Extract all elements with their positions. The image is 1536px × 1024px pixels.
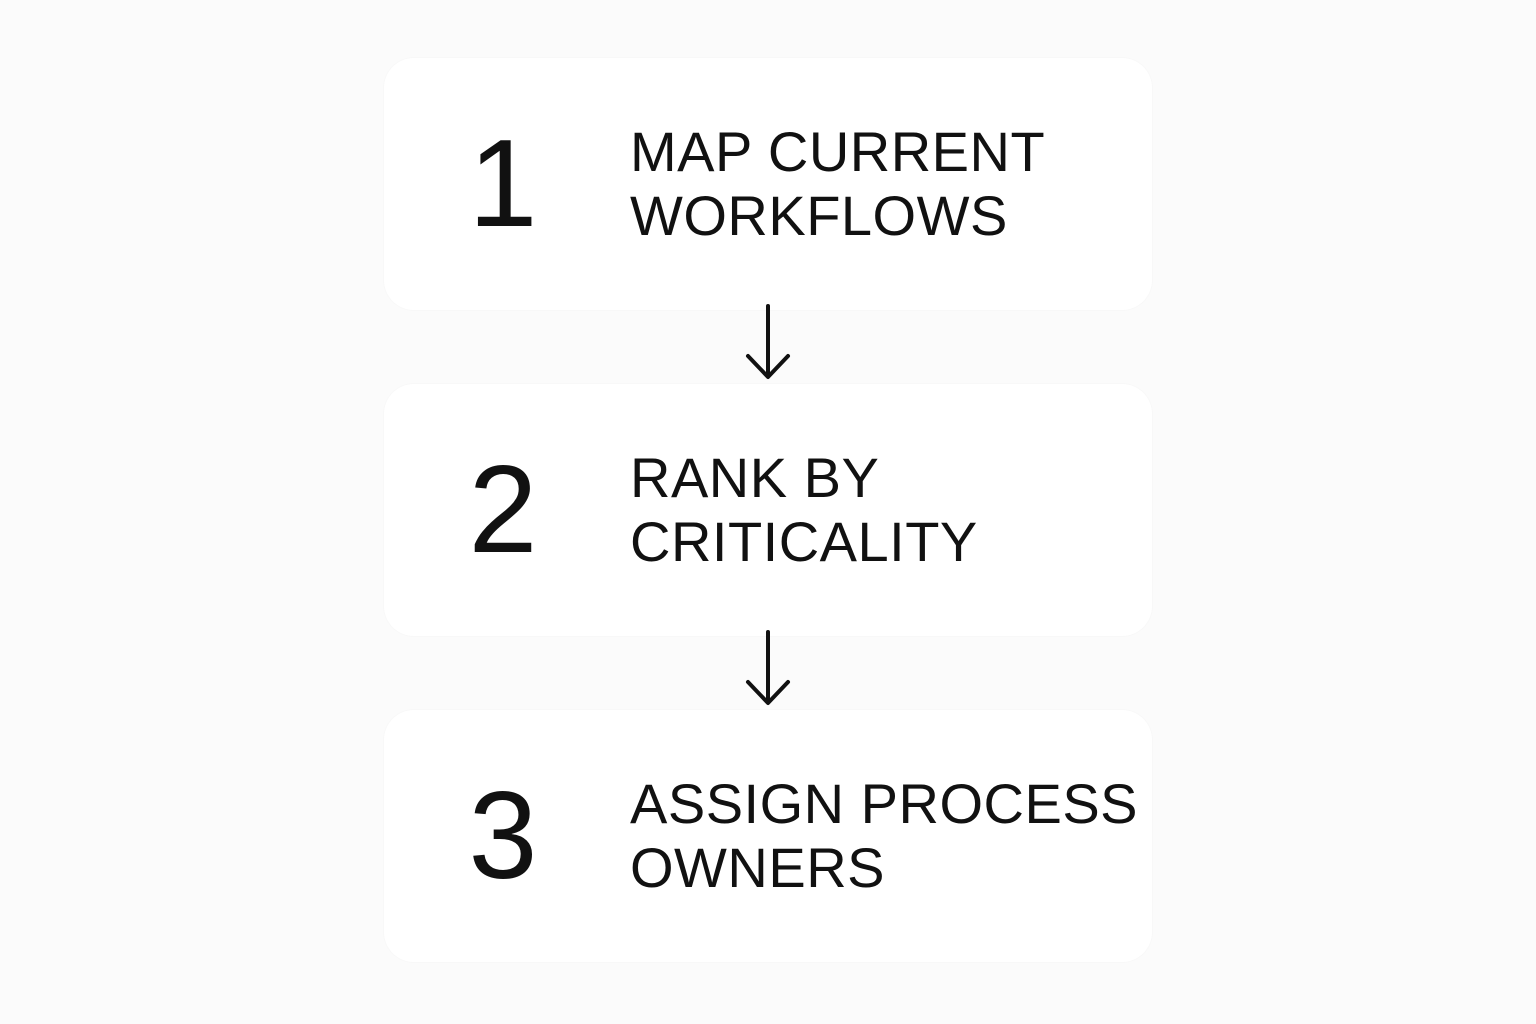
step-number-2: 2 — [468, 441, 538, 579]
step-label-3-line-2: OWNERS — [630, 836, 885, 899]
step-label-1-line-2: WORKFLOWS — [630, 184, 1008, 247]
step-label-2-line-2: CRITICALITY — [630, 510, 978, 573]
step-card-3: 3 ASSIGN PROCESS OWNERS — [384, 710, 1152, 962]
step-label-3-line-1: ASSIGN PROCESS — [630, 772, 1139, 835]
step-label-2: RANK BY CRITICALITY — [630, 446, 1130, 574]
step-number-3: 3 — [468, 767, 538, 905]
arrow-down-icon — [746, 304, 790, 379]
arrow-down-icon — [746, 630, 790, 705]
step-label-1: MAP CURRENT WORKFLOWS — [630, 120, 1130, 248]
step-label-2-line-1: RANK BY — [630, 446, 880, 509]
step-label-1-line-1: MAP CURRENT — [630, 120, 1046, 183]
step-card-1: 1 MAP CURRENT WORKFLOWS — [384, 58, 1152, 310]
step-card-2: 2 RANK BY CRITICALITY — [384, 384, 1152, 636]
step-number-1: 1 — [468, 115, 538, 253]
step-label-3: ASSIGN PROCESS OWNERS — [630, 772, 1139, 900]
